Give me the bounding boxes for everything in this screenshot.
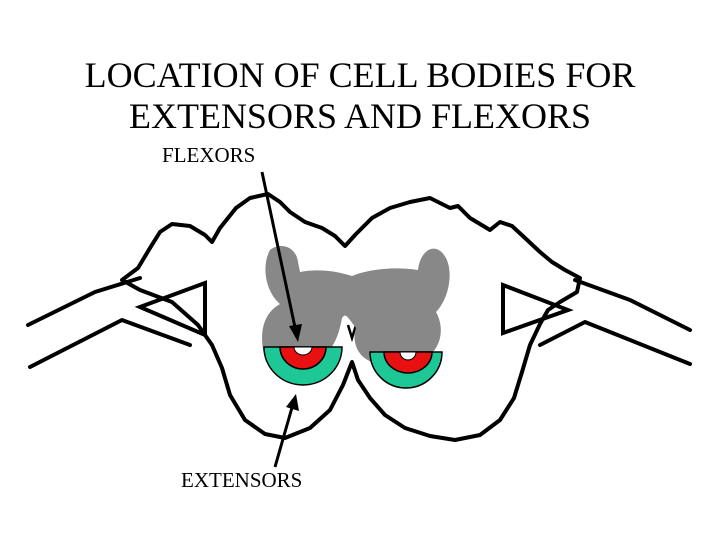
- right-nerve-root: [538, 278, 692, 366]
- left-dorsal-root-ganglion: [134, 280, 207, 339]
- anterior-median-fissure: [346, 324, 358, 343]
- spinal-cord-outline: [120, 192, 582, 442]
- left-flexor-core: [293, 346, 313, 356]
- left-flexor-region: [279, 346, 327, 370]
- flexors-label: FLEXORS: [162, 143, 256, 167]
- left-nerve-root: [26, 276, 192, 369]
- flexors-arrow: [260, 171, 302, 342]
- slide-title: LOCATION OF CELL BODIES FOR EXTENSORS AN…: [0, 55, 720, 137]
- title-line-1: LOCATION OF CELL BODIES FOR: [84, 55, 636, 95]
- gray-matter: [262, 246, 450, 362]
- extensors-arrow: [273, 394, 299, 468]
- right-dorsal-root-ganglion: [501, 282, 574, 336]
- right-flexor-region: [383, 351, 433, 374]
- title-line-2: EXTENSORS AND FLEXORS: [128, 96, 592, 136]
- extensors-label: EXTENSORS: [181, 468, 303, 492]
- right-flexor-core: [399, 351, 417, 361]
